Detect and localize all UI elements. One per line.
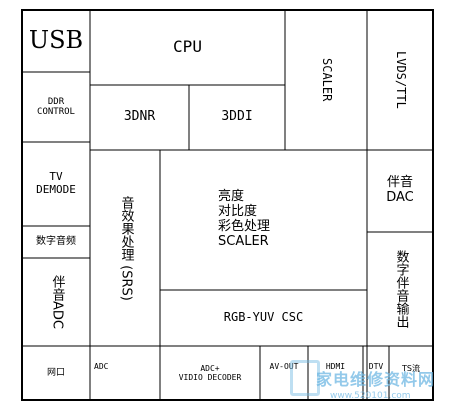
dtv-block: DTV <box>368 362 384 371</box>
usb-block: USB <box>28 26 84 55</box>
cpu-block: CPU <box>173 37 202 57</box>
audio-dac-block: 伴音 DAC <box>386 175 414 205</box>
ddr-control-block: DDR CONTROL <box>37 96 75 117</box>
video-decoder-block: ADC+ VIDIO DECODER <box>178 363 242 382</box>
outer-border <box>21 9 434 401</box>
hdmi-block: HDMI <box>325 362 346 371</box>
audio-adc-block: 伴音ADC <box>49 275 65 329</box>
adc-block: ADC <box>94 362 109 371</box>
lvds-ttl-block: LVDS/TTL <box>393 51 408 109</box>
audio-effect-srs-block: 音效果处理 (SRS) <box>118 195 134 301</box>
av-out-block: AV-OUT <box>269 362 299 371</box>
rgb-yuv-csc-block: RGB-YUV CSC <box>223 310 304 325</box>
scaler-block: SCALER <box>319 58 334 102</box>
watermark-text: 家电维修资料网 <box>316 370 436 389</box>
tv-demode-block: TV DEMODE <box>36 170 76 196</box>
ts-stream-block: TS流 <box>402 364 420 373</box>
digital-audio-block: 数字音频 <box>36 236 76 248</box>
watermark-logo-icon <box>290 360 320 396</box>
3ddi-block: 3DDI <box>221 109 253 125</box>
3dnr-block: 3DNR <box>123 109 156 125</box>
digital-audio-output-block: 数字伴音输出 <box>393 250 409 328</box>
watermark-url: www.520101.com <box>330 391 411 401</box>
picture-processing-block: 亮度 对比度 彩色处理 SCALER <box>218 189 271 249</box>
network-port-block: 网口 <box>46 367 65 378</box>
